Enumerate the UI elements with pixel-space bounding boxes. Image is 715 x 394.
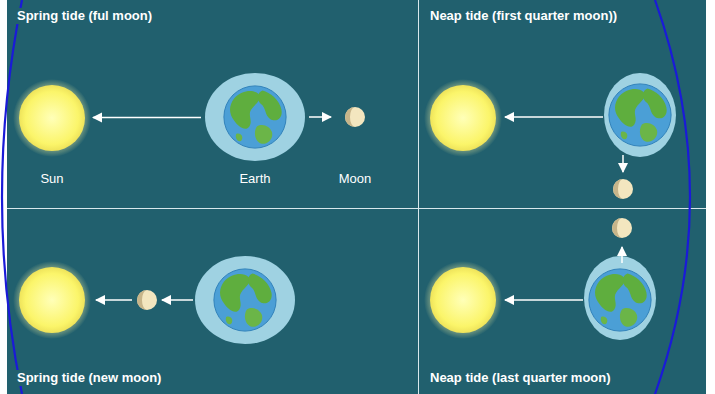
bracket-arc	[655, 0, 690, 394]
divider	[7, 208, 706, 209]
body-label: Moon	[333, 171, 377, 187]
body-label: Sun	[15, 171, 89, 187]
neap-last-quarter	[424, 218, 656, 340]
sun-symbol	[17, 78, 87, 158]
background	[7, 0, 706, 394]
force-arrow	[309, 116, 331, 118]
earth-symbol	[205, 72, 305, 162]
panel-heading: Neap tide (first quarter moon))	[428, 8, 619, 24]
moon-symbol	[335, 72, 375, 162]
moon-node: Moon	[333, 72, 377, 187]
sun-node: Sun	[15, 78, 89, 187]
divider	[418, 0, 419, 394]
earth-node: Earth	[203, 72, 307, 187]
panel-heading: Spring tide (new moon)	[15, 370, 163, 386]
body-label: Earth	[203, 171, 307, 187]
panel-heading: Neap tide (last quarter moon)	[428, 370, 613, 386]
force-arrow	[93, 117, 201, 119]
spring-new-moon	[13, 256, 295, 344]
neap-first-quarter	[424, 73, 676, 199]
panel-heading: Spring tide (ful moon)	[15, 8, 154, 24]
bracket-arc	[2, 0, 22, 394]
